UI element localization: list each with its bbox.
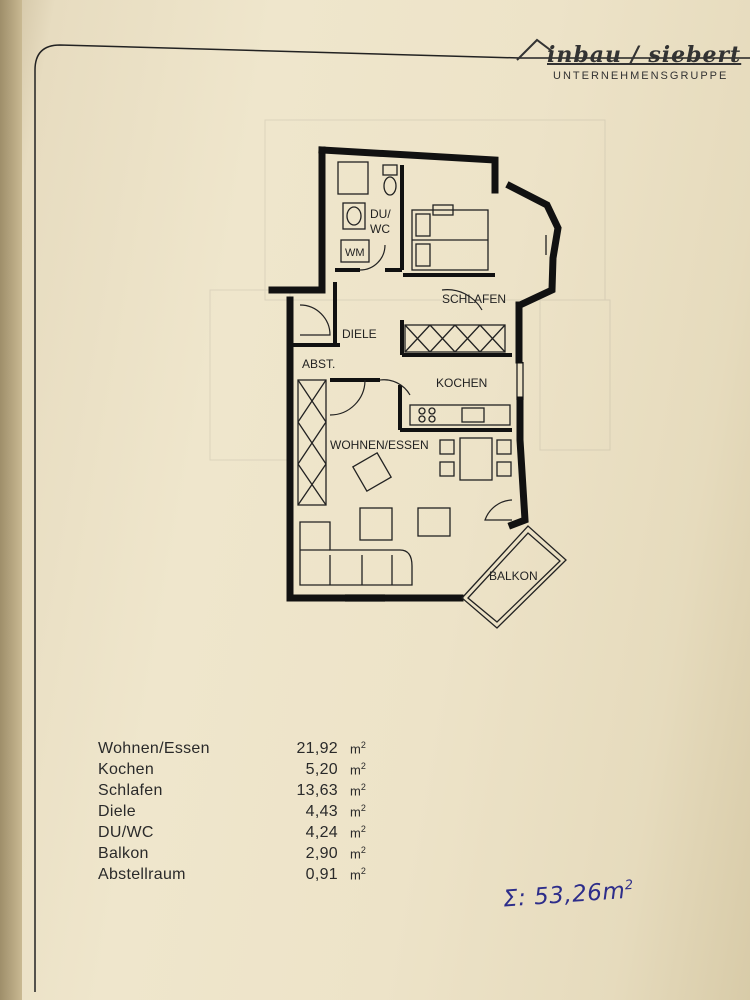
outer-walls — [268, 146, 562, 602]
room-name: Schlafen — [98, 782, 163, 799]
room-area: 4,43 — [305, 803, 338, 820]
bath-label-line1: DU/ — [370, 207, 391, 221]
storage-label: ABST. — [302, 357, 335, 371]
room-area: 0,91 — [305, 866, 338, 883]
brand-name: inbau / siebert — [547, 42, 742, 68]
living-label: WOHNEN/ESSEN — [330, 438, 429, 452]
living-furniture — [299, 451, 451, 586]
page-binding-edge — [0, 0, 22, 1000]
room-area: 2,90 — [305, 845, 338, 862]
area-row: Abstellraum 0,91 m2 — [98, 866, 398, 887]
company-logo: inbau / siebert UNTERNEHMENSGRUPPE — [515, 30, 750, 90]
room-name: DU/WC — [98, 824, 154, 841]
dining-set — [439, 437, 512, 481]
area-unit: m2 — [350, 740, 366, 757]
room-area: 4,24 — [305, 824, 338, 841]
area-unit: m2 — [350, 866, 366, 883]
area-row: Balkon 2,90 m2 — [98, 845, 398, 866]
bedroom-label: SCHLAFEN — [442, 292, 506, 306]
room-name: Wohnen/Essen — [98, 740, 210, 757]
room-area: 21,92 — [296, 740, 338, 757]
room-area: 13,63 — [296, 782, 338, 799]
room-labels: DU/ WC WM SCHLAFEN DIELE ABST. KOCHEN WO… — [302, 207, 538, 583]
area-unit: m2 — [350, 761, 366, 778]
brand-subtitle: UNTERNEHMENSGRUPPE — [553, 70, 729, 82]
area-row: Wohnen/Essen 21,92 m2 — [98, 740, 398, 761]
page-frame-line — [34, 44, 521, 992]
area-row: Kochen 5,20 m2 — [98, 761, 398, 782]
room-name: Abstellraum — [98, 866, 186, 883]
hall-label: DIELE — [342, 327, 377, 341]
washer-label: WM — [345, 247, 365, 259]
area-unit: m2 — [350, 803, 366, 820]
area-unit: m2 — [350, 845, 366, 862]
roof-icon — [516, 38, 554, 61]
bath-label-line2: WC — [370, 222, 390, 236]
area-table: Wohnen/Essen 21,92 m2 Kochen 5,20 m2 Sch… — [98, 740, 398, 887]
bed-furniture — [411, 204, 489, 271]
area-row: Schlafen 13,63 m2 — [98, 782, 398, 803]
door-swings — [299, 244, 513, 521]
kitchen-label: KOCHEN — [436, 376, 487, 390]
window-marks — [345, 235, 547, 602]
balcony — [461, 525, 567, 629]
inner-walls — [290, 165, 512, 432]
room-name: Diele — [98, 803, 136, 820]
balcony-label: BALKON — [489, 569, 538, 583]
area-row: Diele 4,43 m2 — [98, 803, 398, 824]
room-name: Balkon — [98, 845, 149, 862]
area-row: DU/WC 4,24 m2 — [98, 824, 398, 845]
room-area: 5,20 — [305, 761, 338, 778]
kitchen-counter — [409, 404, 511, 426]
room-name: Kochen — [98, 761, 155, 778]
area-unit: m2 — [350, 782, 366, 799]
bathroom-fixtures — [337, 161, 398, 263]
area-unit: m2 — [350, 824, 366, 841]
wardrobes — [297, 324, 506, 506]
